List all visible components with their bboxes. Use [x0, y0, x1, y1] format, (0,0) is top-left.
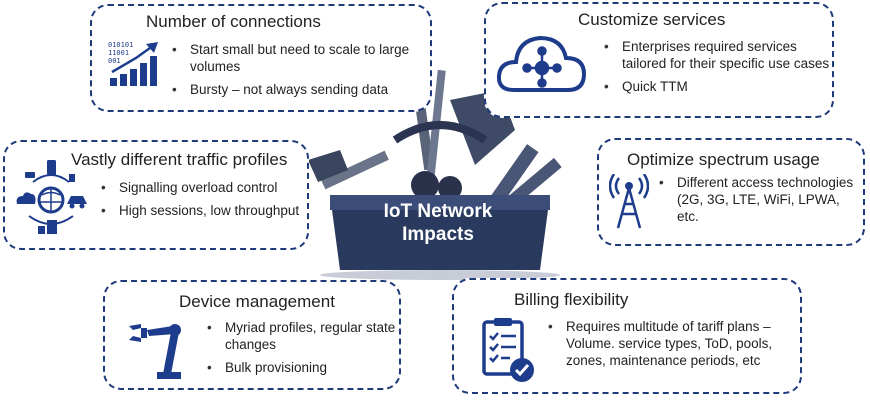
card-title: Vastly different traffic profiles: [71, 150, 288, 169]
card-title: Optimize spectrum usage: [627, 150, 820, 169]
growth-chart-icon: 010101 11001 001: [108, 41, 158, 86]
card-title: Device management: [179, 292, 335, 311]
center-label: IoT Network Impacts: [350, 200, 526, 246]
center-label-line2: Impacts: [402, 224, 474, 245]
card-traffic-profiles: Vastly different traffic profiles Signal…: [3, 140, 309, 250]
card-title: Number of connections: [146, 12, 321, 31]
robotic-arm-icon: [129, 324, 181, 379]
svg-text:001: 001: [108, 57, 121, 65]
card-billing-flexibility: Billing flexibility Requires multitude o…: [452, 278, 802, 394]
bullet: Different access technologies (2G, 3G, L…: [655, 174, 863, 225]
bullet: Requires multitude of tariff plans – Vol…: [544, 318, 800, 369]
bullet: Myriad profiles, regular state changes: [203, 319, 399, 353]
card-title: Customize services: [578, 10, 726, 29]
toolbox-illustration: [308, 70, 562, 280]
cloud-network-icon: [496, 35, 587, 92]
card-title: Billing flexibility: [514, 290, 629, 309]
cell-tower-icon: [609, 174, 649, 229]
bullet: Enterprises required services tailored f…: [600, 38, 830, 72]
center-label-line1: IoT Network: [383, 201, 493, 222]
card-device-management: Device management Myriad profiles, regul…: [103, 280, 401, 390]
bullet: Bulk provisioning: [203, 359, 399, 376]
bullet: High sessions, low throughput: [97, 202, 305, 219]
card-customize-services: Customize services Enterprises required …: [484, 2, 834, 118]
clipboard-checklist-icon: [482, 318, 534, 382]
bullet: Quick TTM: [600, 78, 830, 95]
bullet: Signalling overload control: [97, 179, 305, 196]
svg-text:11001: 11001: [108, 49, 129, 57]
connected-devices-icon: [16, 160, 87, 234]
card-spectrum-usage: Optimize spectrum usage Different access…: [597, 138, 865, 246]
card-number-of-connections: Number of connections 010101 11001 001 S…: [90, 4, 432, 112]
bullet: Bursty – not always sending data: [168, 81, 426, 98]
svg-text:010101: 010101: [108, 41, 133, 49]
bullet: Start small but need to scale to large v…: [168, 41, 426, 75]
